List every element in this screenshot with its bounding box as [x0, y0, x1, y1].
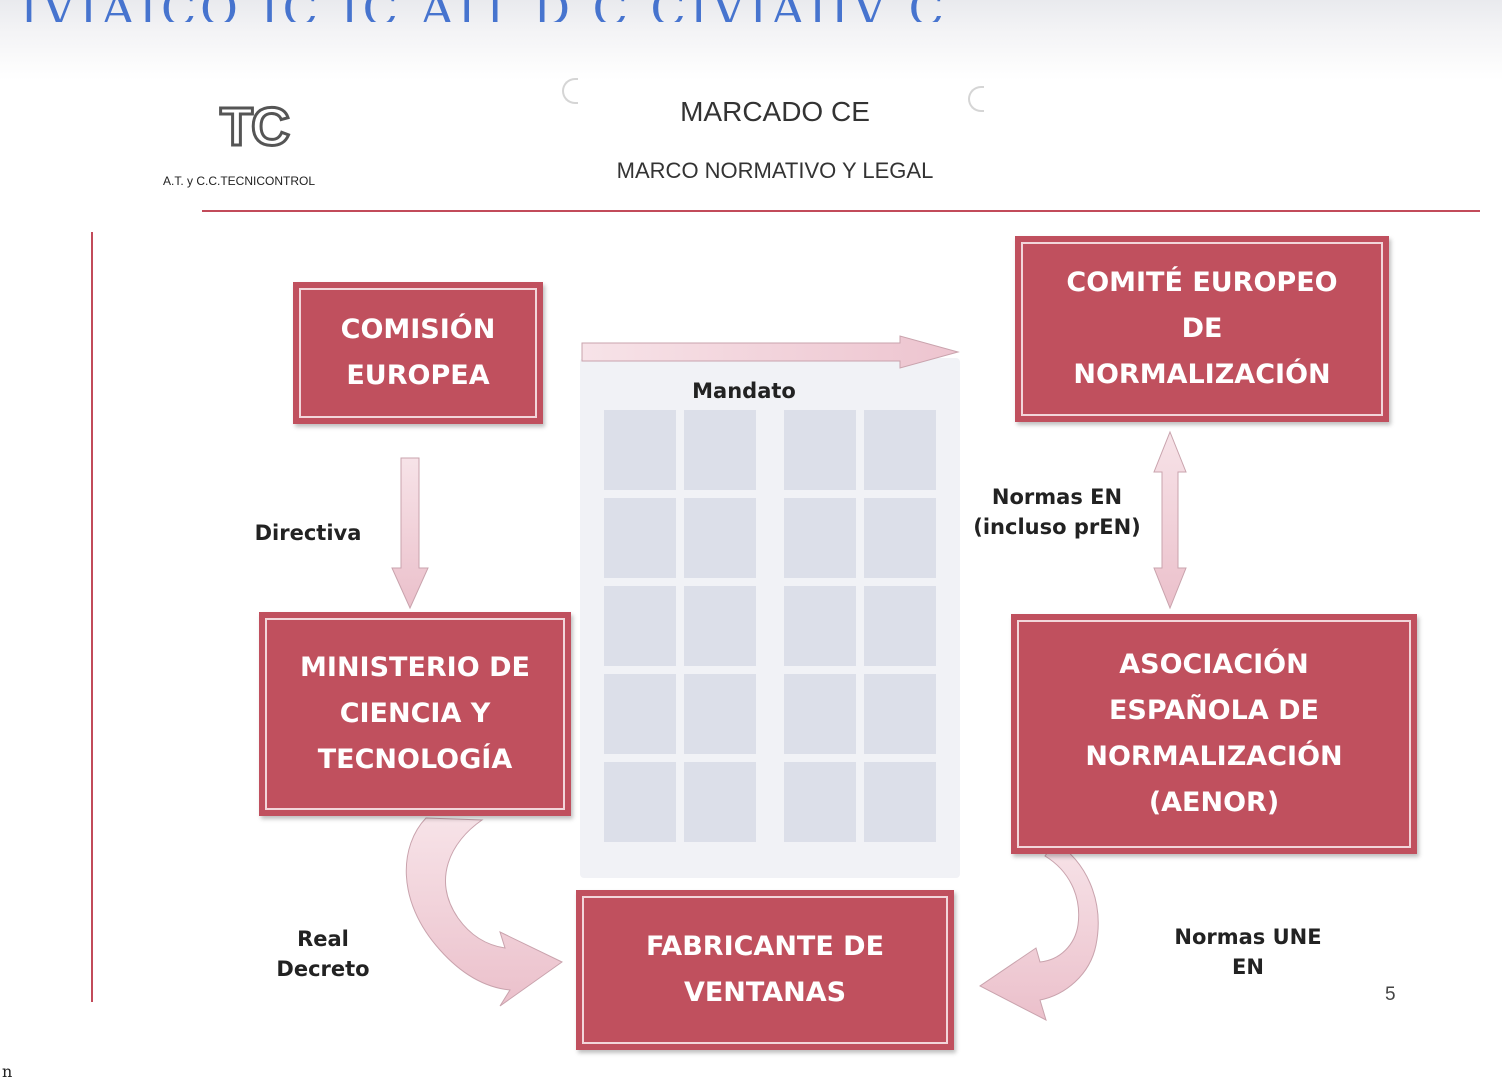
normas-une-arrow: [979, 841, 1099, 1021]
directiva-arrow: [391, 457, 429, 610]
punch-hole: [968, 86, 984, 112]
tc-logo: TC: [219, 97, 320, 160]
page-title: MARCADO CE: [680, 96, 870, 127]
mandato-arrow: [581, 335, 960, 369]
box-aenor: ASOCIACIÓN ESPAÑOLA DE NORMALIZACIÓN (AE…: [1011, 614, 1417, 854]
real-decreto-arrow: [405, 817, 563, 1007]
box-fabricante-label: FABRICANTE DE VENTANAS: [645, 931, 885, 1008]
box-comite-europeo: COMITÉ EUROPEO DE NORMALIZACIÓN: [1015, 236, 1389, 422]
page-subtitle: MARCO NORMATIVO Y LEGAL: [616, 158, 934, 183]
cropped-header-text: IVIAICO IC IC AIT D C CIVIAIIV C: [20, 0, 1120, 22]
box-ministerio: MINISTERIO DE CIENCIA Y TECNOLOGÍA: [259, 612, 571, 816]
label-real-decreto: Real Decreto: [276, 927, 370, 981]
label-normas-une: Normas UNE EN: [1174, 925, 1322, 979]
punch-hole: [562, 78, 578, 104]
label-directiva: Directiva: [254, 521, 362, 545]
label-mandato: Mandato: [692, 379, 796, 403]
box-comision-europea: COMISIÓN EUROPEA: [293, 282, 543, 424]
window-illustration: [580, 358, 960, 878]
left-margin-line: [91, 232, 93, 1002]
box-ministerio-label: MINISTERIO DE CIENCIA Y TECNOLOGÍA: [300, 652, 530, 775]
box-aenor-label: ASOCIACIÓN ESPAÑOLA DE NORMALIZACIÓN (AE…: [1085, 649, 1343, 818]
company-name: A.T. y C.C.TECNICONTROL: [163, 174, 316, 188]
box-comision-label: COMISIÓN EUROPEA: [340, 314, 496, 391]
normas-en-arrow: [1153, 430, 1187, 610]
logo-text: TC: [219, 97, 292, 157]
page-number: 5: [1385, 984, 1396, 1005]
label-normas-en: Normas EN (incluso prEN): [973, 485, 1141, 539]
corner-fragment: n: [2, 1062, 13, 1081]
box-fabricante: FABRICANTE DE VENTANAS: [576, 890, 954, 1050]
box-comite-label: COMITÉ EUROPEO DE NORMALIZACIÓN: [1066, 267, 1338, 390]
header-divider: [202, 210, 1480, 212]
